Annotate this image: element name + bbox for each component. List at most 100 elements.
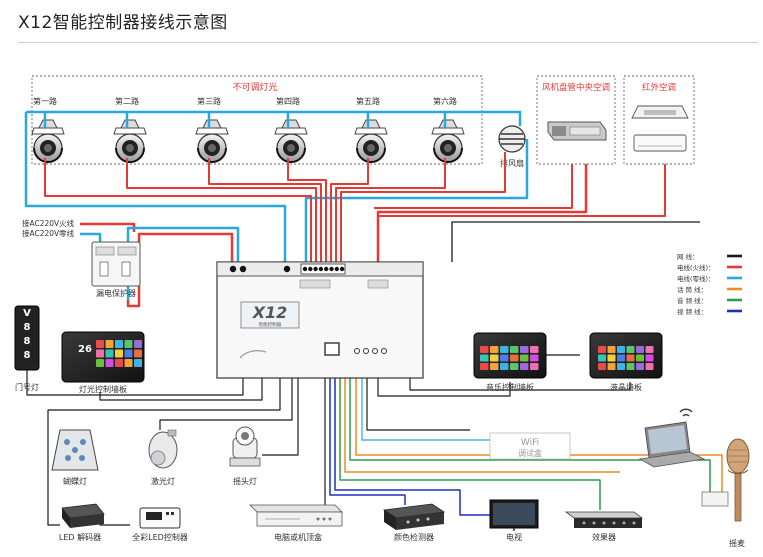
legend-label: 电线(火线)： <box>677 263 715 272</box>
effector-label: 效果器 <box>592 532 616 542</box>
channel-label: 第三路 <box>197 96 221 106</box>
channel-labels: 第一路 第二路 第三路 第四路 第五路 第六路 <box>33 96 457 106</box>
panel-tile <box>626 354 635 362</box>
panel-tile <box>636 346 644 353</box>
panel-tile <box>645 346 654 353</box>
panel-tile <box>617 354 625 362</box>
channel-label: 第六路 <box>433 96 457 106</box>
rgb-controller-icon <box>139 507 181 529</box>
panel-tile <box>617 346 625 353</box>
terminal-screw <box>302 266 308 272</box>
legend-label: 视 频 线： <box>677 307 707 316</box>
panel-tile <box>105 359 114 367</box>
panel-tile <box>96 340 104 348</box>
door-sign-label: 门号灯 <box>15 382 39 392</box>
led-decoder-label: LED 解码器 <box>59 532 101 542</box>
spotlight-icon <box>431 119 465 163</box>
terminal-screw <box>308 266 313 272</box>
controller-logo: X12 <box>252 303 288 322</box>
moving-head-icon <box>229 426 261 467</box>
lcd-panel-label: 液晶墙板 <box>610 382 642 392</box>
legend-label: 音 频 线： <box>677 296 707 305</box>
terminal-screw <box>329 266 334 272</box>
panel-tile <box>645 363 654 370</box>
x12-controller: X12 智能控制器 <box>216 261 424 379</box>
fan-coil-box <box>536 75 616 165</box>
panel-tile <box>490 346 499 353</box>
exhaust-fan-label: 排风扇 <box>500 158 524 168</box>
microphone-label: 摇麦 <box>729 538 745 548</box>
panel-tile <box>598 354 606 362</box>
panel-tile <box>607 354 616 362</box>
terminal-screw <box>313 266 318 272</box>
exhaust-fan-icon <box>498 125 526 153</box>
legend-label: 网 线： <box>677 252 699 261</box>
ir-ac-icon <box>631 105 689 152</box>
panel-tile <box>530 354 539 362</box>
page-title: X12智能控制器接线示意图 <box>18 13 228 33</box>
laser-light-icon <box>148 429 178 469</box>
panel-tile <box>105 340 114 348</box>
lcd-panel-icon <box>589 332 663 379</box>
panel-tile <box>500 354 509 362</box>
channel-label: 第二路 <box>115 96 139 106</box>
channel-label: 第四路 <box>276 96 300 106</box>
panel-tile <box>617 363 625 370</box>
spotlight-icon <box>195 119 229 163</box>
wifi-label: WiFi <box>521 438 539 448</box>
panel-tile <box>607 363 616 370</box>
panel-tile <box>490 354 499 362</box>
lights-group-title: 不可调灯光 <box>232 81 277 93</box>
panel-tile <box>598 363 606 370</box>
lights-group-box <box>31 75 483 165</box>
lamp-icons <box>31 119 465 163</box>
power-fire-label: 接AC220V火线 <box>22 218 75 228</box>
legend-label: 电线(零线)： <box>677 274 715 283</box>
panel-tile <box>510 354 519 362</box>
channel-label: 第五路 <box>356 96 380 106</box>
panel-tile <box>626 363 635 370</box>
channel-label: 第一路 <box>33 96 57 106</box>
butterfly-light-icon <box>51 429 99 471</box>
effector-icon <box>564 511 644 528</box>
light-panel-time: 26 <box>78 344 92 355</box>
panel-tile <box>480 354 489 362</box>
panel-tile <box>134 349 142 358</box>
panel-tile <box>490 363 499 370</box>
laser-label: 激光灯 <box>151 476 175 486</box>
wifi-debug-box <box>489 432 571 460</box>
power-neutral-label: 接AC220V零线 <box>22 228 75 238</box>
rgb-controller-label: 全彩LED控制器 <box>132 532 188 542</box>
panel-tile <box>105 349 114 358</box>
panel-tile <box>645 354 654 362</box>
wire-legend: 网 线： 电线(火线)： 电线(零线)： 话 筒 线： 音 频 线： 视 频 线： <box>677 252 742 316</box>
panel-tile <box>520 363 529 370</box>
panel-tile <box>520 354 529 362</box>
panel-tile <box>636 354 644 362</box>
panel-tile <box>124 340 133 348</box>
panel-tile <box>636 363 644 370</box>
terminal-screw <box>339 266 345 272</box>
panel-tile <box>500 346 509 353</box>
wifi-debug-label: 调试盒 <box>518 448 542 458</box>
color-detector-label: 颜色检测器 <box>394 532 434 542</box>
panel-tile <box>510 346 519 353</box>
laptop-icon <box>638 408 706 468</box>
color-detector-icon <box>382 503 446 530</box>
music-panel-label: 音乐控制墙板 <box>486 382 534 392</box>
panel-tile <box>480 363 489 370</box>
wires <box>24 110 723 526</box>
pc-stb-icon <box>249 504 343 527</box>
terminal-screw <box>318 266 324 272</box>
ir-ac-label: 红外空调 <box>642 82 676 93</box>
microphone-icon <box>701 438 750 522</box>
led-decoder-icon <box>61 503 105 528</box>
panel-tile <box>626 346 635 353</box>
legend-label: 话 筒 线： <box>677 285 707 294</box>
panel-tile <box>124 349 133 358</box>
light-control-panel-icon: 26 <box>61 331 145 383</box>
pc-stb-label: 电脑或机顶盒 <box>274 532 322 542</box>
ir-ac-box <box>623 75 695 165</box>
